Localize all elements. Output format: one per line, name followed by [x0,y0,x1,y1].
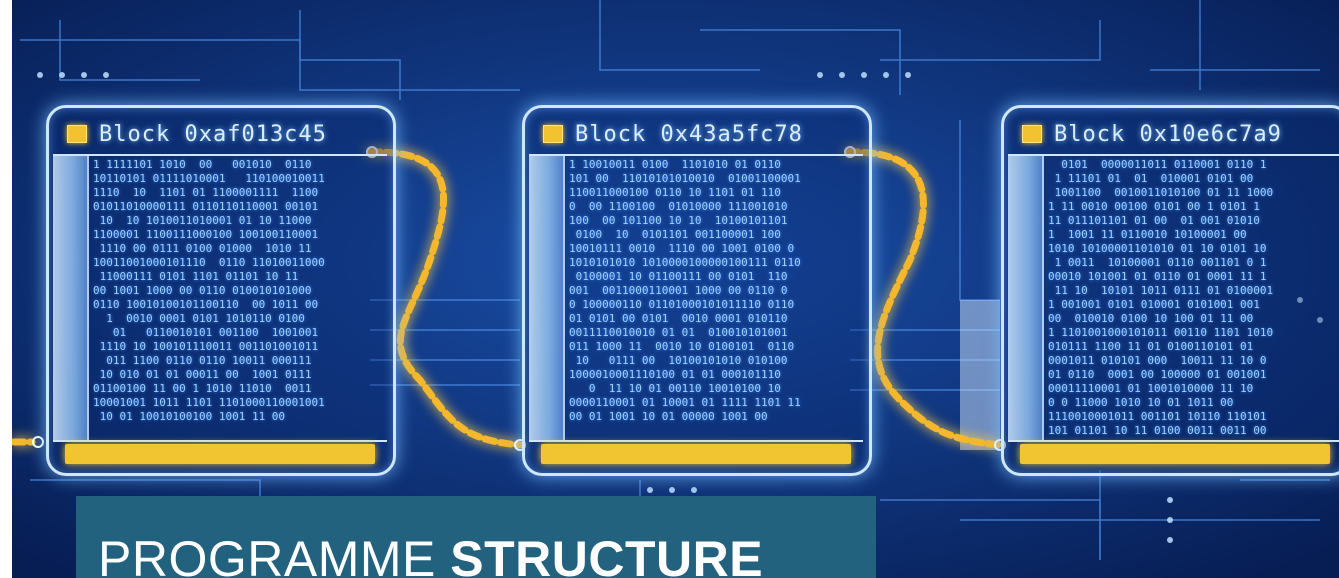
block-body: 0101 0000011011 0110001 0110 1 1 11101 0… [1008,154,1339,442]
binary-data: 1 1111101 1010 00 001010 0110 10110101 0… [93,158,325,423]
block-header: Block 0x43a5fc78 [543,118,803,150]
block-footer [541,444,851,464]
block-title: Block 0x10e6c7a9 [1054,121,1282,147]
block-header: Block 0x10e6c7a9 [1022,118,1282,150]
page-title-light: PROGRAMME [98,531,451,578]
blockchain-block: Block 0x10e6c7a9 0101 0000011011 0110001… [1001,105,1339,476]
block-footer [65,444,375,464]
block-footer [1020,444,1330,464]
page-title-bold: STRUCTURE [450,531,764,578]
binary-data: 0101 0000011011 0110001 0110 1 1 11101 0… [1048,158,1274,437]
block-icon [543,125,563,143]
block-icon [1022,125,1042,143]
chain-link [10,148,1004,449]
binary-data: 1 10010011 0100 1101010 01 0110 101 00 1… [569,158,801,423]
block-title: Block 0xaf013c45 [99,121,327,147]
blockchain-block: Block 0x43a5fc78 1 10010011 0100 1101010… [522,105,872,476]
block-sidebar [53,156,89,440]
block-sidebar [529,156,565,440]
block-header: Block 0xaf013c45 [67,118,327,150]
block-body: 1 10010011 0100 1101010 01 0110 101 00 1… [529,154,863,442]
title-banner: PROGRAMME STRUCTURE [76,496,876,578]
left-margin [0,0,12,578]
page-title: PROGRAMME STRUCTURE [98,530,763,578]
block-title: Block 0x43a5fc78 [575,121,803,147]
block-icon [67,125,87,143]
block-sidebar [1008,156,1044,440]
block-body: 1 1111101 1010 00 001010 0110 10110101 0… [53,154,387,442]
blockchain-block: Block 0xaf013c45 1 1111101 1010 00 00101… [46,105,396,476]
